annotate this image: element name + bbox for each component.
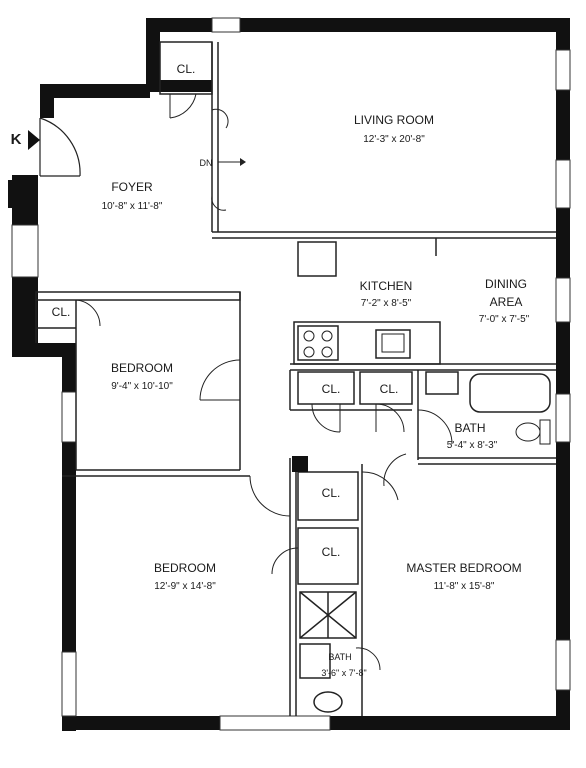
stove-icon <box>303 330 333 358</box>
windows <box>11 17 571 731</box>
kitchen-dims: 7'-2" x 8'-5" <box>361 298 412 309</box>
dining-name-line1: DINING <box>485 277 527 291</box>
interior-walls <box>35 41 556 716</box>
bedroom2-name: BEDROOM <box>154 561 216 575</box>
master-bedroom-dims: 11'-8" x 15'-8" <box>434 581 495 592</box>
entry-marker: K <box>11 131 22 148</box>
kitchen-name: KITCHEN <box>360 279 413 293</box>
dining-dims: 7'-0" x 7'-5" <box>479 314 530 325</box>
master-bedroom-name: MASTER BEDROOM <box>406 561 521 575</box>
door-swings <box>75 93 453 671</box>
dining-name-line2: AREA <box>490 295 523 309</box>
closet-label-top: CL. <box>177 62 196 76</box>
foyer-name: FOYER <box>111 180 153 194</box>
bath2-dims: 3'-6" x 7'-8" <box>321 668 366 678</box>
foyer-dims: 10'-8" x 11'-8" <box>102 201 163 212</box>
living-room-name: LIVING ROOM <box>354 113 434 127</box>
stair-arrow-icon <box>240 158 246 166</box>
closet-label-kitchen1: CL. <box>322 382 341 396</box>
closet-label-hall1: CL. <box>322 486 341 500</box>
sink-icon <box>381 333 405 353</box>
bedroom2-dims: 12'-9" x 14'-8" <box>154 581 216 592</box>
living-room-dims: 12'-3" x 20'-8" <box>363 134 425 145</box>
toilet-icon <box>515 419 551 445</box>
closet-label-left: CL. <box>52 305 71 319</box>
bath1-dims: 5'-4" x 8'-3" <box>447 440 498 451</box>
entry-arrow-icon <box>28 130 40 150</box>
stair-label: DN <box>200 158 213 168</box>
bedroom1-name: BEDROOM <box>111 361 173 375</box>
bedroom1-dims: 9'-4" x 10'-10" <box>111 381 173 392</box>
bath1-name: BATH <box>454 421 485 435</box>
closet-label-kitchen2: CL. <box>380 382 399 396</box>
bath2-name: BATH <box>328 652 351 662</box>
entry-door <box>39 117 81 177</box>
closet-label-hall2: CL. <box>322 545 341 559</box>
structural-column <box>292 456 308 472</box>
